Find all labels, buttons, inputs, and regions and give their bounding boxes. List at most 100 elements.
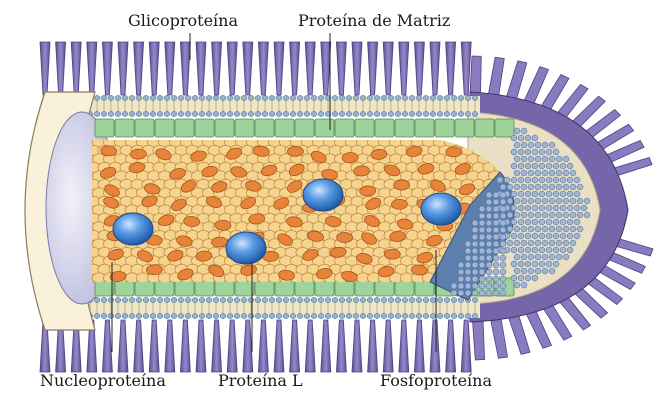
ribonucleoprotein-bead (486, 255, 492, 261)
lipid-head (115, 111, 120, 116)
ribonucleoprotein-bead (567, 191, 573, 197)
ribonucleoprotein-bead (560, 163, 566, 169)
label-matrix-protein: Proteína de Matriz (298, 11, 450, 30)
lipid-head (388, 297, 393, 302)
ribonucleoprotein-bead (511, 177, 517, 183)
lipid-membrane-bottom (59, 297, 480, 318)
label-nucleoprotein: Nucleoproteína (40, 371, 166, 390)
matrix-protein (375, 119, 394, 137)
lipid-head (227, 313, 232, 318)
lipid-head (325, 297, 330, 302)
ribonucleoprotein-bead (553, 247, 559, 253)
phosphoprotein-unit (384, 249, 400, 260)
glycoprotein-spikes-top (40, 42, 471, 95)
ribonucleoprotein-bead (556, 156, 562, 162)
lipid-head (395, 313, 400, 318)
ribonucleoprotein-bead (556, 240, 562, 246)
ribonucleoprotein-bead (549, 198, 555, 204)
lipid-head (388, 313, 393, 318)
spike (506, 61, 527, 100)
spike (149, 42, 159, 95)
ribonucleoprotein-bead (528, 198, 534, 204)
ribonucleoprotein-bead (500, 262, 506, 268)
lipid-head (297, 95, 302, 100)
ribonucleoprotein-bead (486, 192, 492, 198)
spike (274, 320, 284, 372)
lipid-head (402, 297, 407, 302)
ribonucleoprotein-bead (518, 149, 524, 155)
spike (118, 42, 128, 95)
ribonucleoprotein-bead (514, 212, 520, 218)
ribonucleoprotein-bead (486, 290, 492, 296)
ribonucleoprotein-bead (486, 248, 492, 254)
ribonucleoprotein-bead (521, 184, 527, 190)
lipid-head (234, 313, 239, 318)
spike (180, 320, 190, 372)
ribonucleoprotein-bead (532, 191, 538, 197)
ribonucleoprotein-bead (451, 290, 457, 296)
lipid-head (430, 313, 435, 318)
ribonucleoprotein-bead (518, 261, 524, 267)
ribonucleoprotein-bead (500, 213, 506, 219)
lipid-head (199, 297, 204, 302)
lipid-head (227, 95, 232, 100)
lipid-head (143, 111, 148, 116)
lipid-head (339, 313, 344, 318)
lipid-head (451, 111, 456, 116)
lipid-head (458, 297, 463, 302)
lipid-head (164, 95, 169, 100)
ribonucleoprotein-bead (560, 205, 566, 211)
lipid-head (304, 313, 309, 318)
spike (352, 42, 362, 95)
ribonucleoprotein-bead (514, 184, 520, 190)
ribonucleoprotein-bead (500, 192, 506, 198)
ribonucleoprotein-bead (472, 220, 478, 226)
ribonucleoprotein-bead (525, 275, 531, 281)
ribonucleoprotein-bead (465, 283, 471, 289)
ribonucleoprotein-bead (567, 177, 573, 183)
ribonucleoprotein-bead (465, 241, 471, 247)
ribonucleoprotein-bead (549, 226, 555, 232)
matrix-protein-layer-top (95, 119, 514, 137)
lipid-head (248, 111, 253, 116)
lipid-head (192, 111, 197, 116)
ribonucleoprotein-bead (528, 240, 534, 246)
lipid-head (115, 313, 120, 318)
lipid-head (150, 297, 155, 302)
spike (446, 320, 456, 372)
ribonucleoprotein-bead (500, 241, 506, 247)
ribonucleoprotein-bead (563, 240, 569, 246)
spike (383, 320, 393, 372)
lipid-head (108, 111, 113, 116)
ribonucleoprotein-bead (500, 199, 506, 205)
spike (102, 320, 112, 372)
ribonucleoprotein-bead (518, 275, 524, 281)
ribonucleoprotein-bead (521, 128, 527, 134)
lipid-head (248, 297, 253, 302)
lipid-head (451, 95, 456, 100)
lipid-head (185, 95, 190, 100)
ribonucleoprotein-bead (553, 219, 559, 225)
lipid-head (297, 313, 302, 318)
lipid-head (451, 313, 456, 318)
lipid-head (381, 95, 386, 100)
spike (243, 42, 253, 95)
lipid-head (178, 297, 183, 302)
ribonucleoprotein-bead (486, 262, 492, 268)
lipid-head (332, 313, 337, 318)
lipid-head (451, 297, 456, 302)
ribonucleoprotein-bead (563, 184, 569, 190)
ribonucleoprotein-bead (472, 255, 478, 261)
lipid-head (444, 297, 449, 302)
ribonucleoprotein-bead (479, 206, 485, 212)
ribonucleoprotein-bead (479, 290, 485, 296)
lipid-head (171, 297, 176, 302)
lipid-head (248, 95, 253, 100)
lipid-head (381, 313, 386, 318)
lipid-head (269, 313, 274, 318)
lipid-head (423, 297, 428, 302)
lipid-head (220, 111, 225, 116)
matrix-protein (475, 119, 494, 137)
ribonucleoprotein-bead (525, 163, 531, 169)
